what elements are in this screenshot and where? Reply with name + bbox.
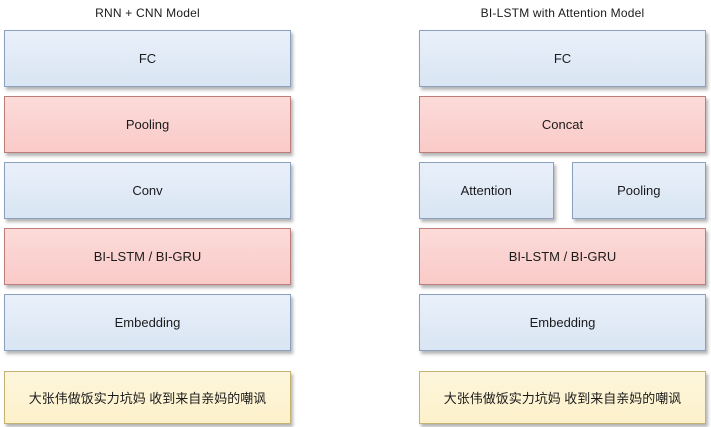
model-column-bilstm-attention: BI-LSTM with Attention Model FC Concat A… (419, 0, 706, 424)
block-attention: Attention (419, 162, 554, 219)
input-sentence: 大张伟做饭实力坑妈 收到来自亲妈的嘲讽 (4, 371, 291, 424)
layer-stack: FC Pooling Conv BI-LSTM / BI-GRU Embeddi… (4, 30, 291, 424)
attention-pooling-row: Attention Pooling (419, 162, 706, 219)
block-bilstm-bigru: BI-LSTM / BI-GRU (4, 228, 291, 285)
diagram-title-bilstm-attention: BI-LSTM with Attention Model (480, 6, 645, 20)
block-pooling: Pooling (571, 162, 706, 219)
model-column-rnn-cnn: RNN + CNN Model FC Pooling Conv BI-LSTM … (4, 0, 291, 424)
block-pooling: Pooling (4, 96, 291, 153)
block-embedding: Embedding (419, 294, 706, 351)
block-fc: FC (4, 30, 291, 87)
diagram-title-rnn-cnn: RNN + CNN Model (95, 6, 200, 20)
block-concat: Concat (419, 96, 706, 153)
block-conv: Conv (4, 162, 291, 219)
block-bilstm-bigru: BI-LSTM / BI-GRU (419, 228, 706, 285)
block-embedding: Embedding (4, 294, 291, 351)
input-sentence: 大张伟做饭实力坑妈 收到来自亲妈的嘲讽 (419, 371, 706, 424)
block-fc: FC (419, 30, 706, 87)
layer-stack: FC Concat Attention Pooling BI-LSTM / BI… (419, 30, 706, 424)
